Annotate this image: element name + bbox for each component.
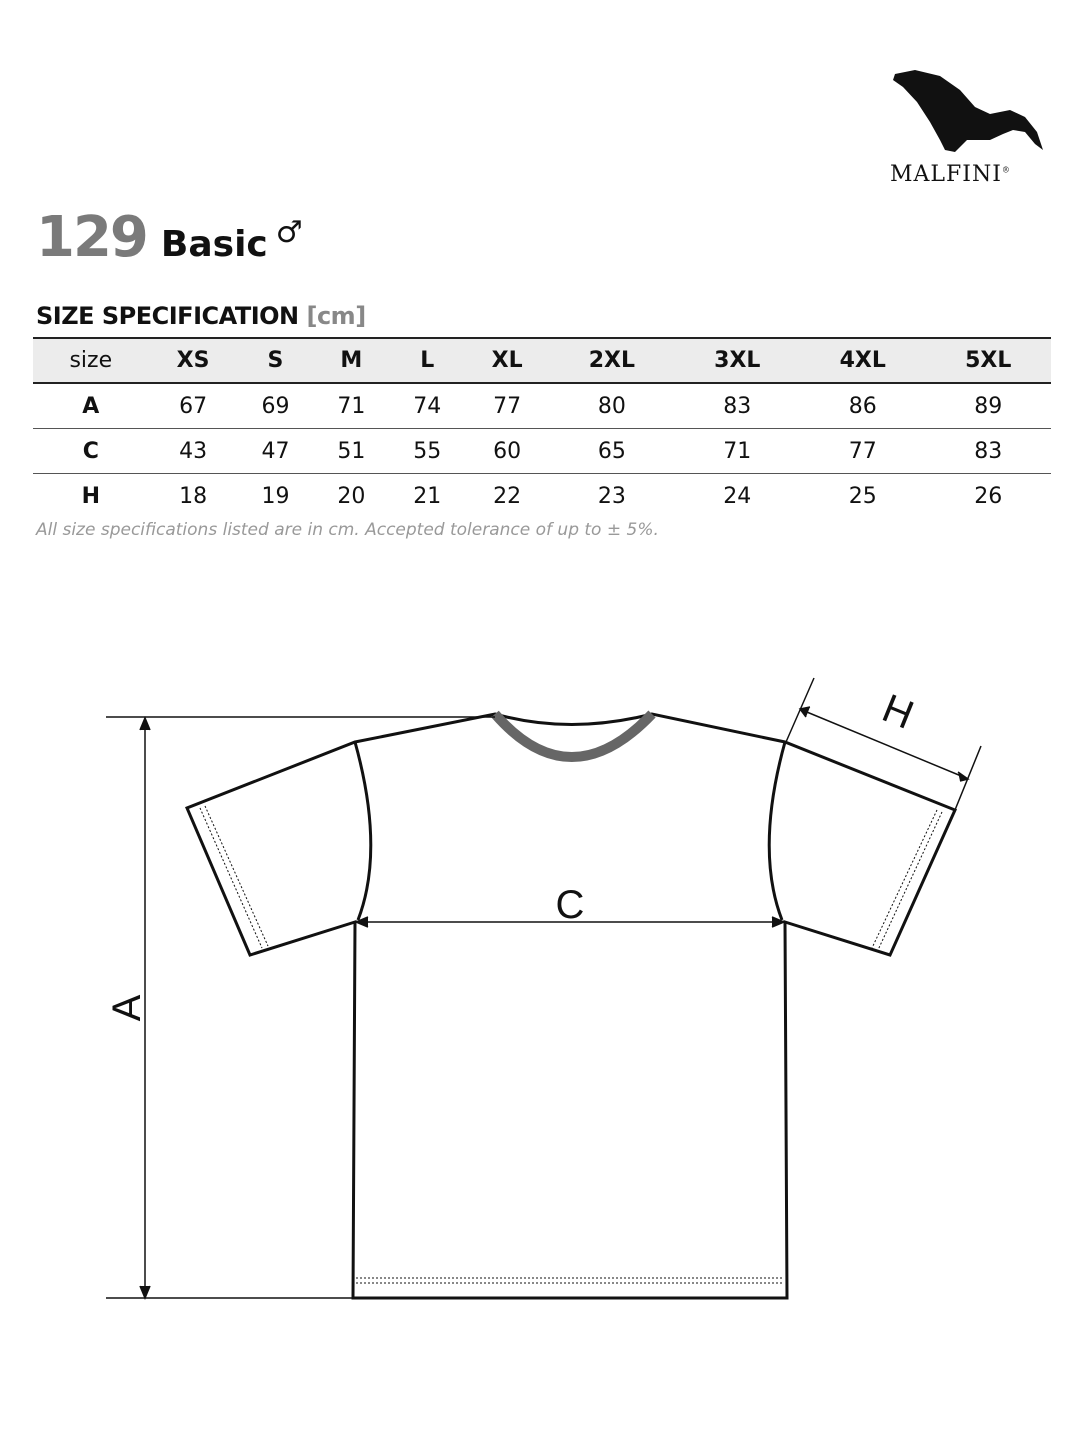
tolerance-note: All size specifications listed are in cm… — [36, 520, 659, 540]
product-title: 129 Basic ♂ — [36, 205, 303, 270]
size-value: 21 — [413, 483, 442, 509]
size-value: 83 — [974, 438, 1003, 464]
size-value: 77 — [848, 438, 877, 464]
size-value: 80 — [597, 393, 626, 419]
size-value: 43 — [179, 438, 208, 464]
header-cell: 4XL — [839, 348, 886, 373]
dimension-lines — [106, 677, 982, 1300]
size-value: 71 — [337, 393, 366, 419]
size-value: 55 — [413, 438, 442, 464]
size-value: 77 — [493, 393, 522, 419]
row-label: C — [82, 438, 99, 464]
size-value: 65 — [597, 438, 626, 464]
table-header-row: size XS S M L XL 2XL 3XL 4XL 5XL — [33, 338, 1051, 383]
size-value: 60 — [493, 438, 522, 464]
size-value: 47 — [261, 438, 290, 464]
header-cell: size — [69, 348, 113, 373]
size-value: 51 — [337, 438, 366, 464]
header-cell: M — [340, 348, 363, 373]
size-value: 74 — [413, 393, 442, 419]
header-cell: XL — [491, 348, 523, 373]
spec-heading: SIZE SPECIFICATION [cm] — [36, 302, 366, 330]
size-table: size XS S M L XL 2XL 3XL 4XL 5XL A 67 69 71… — [33, 337, 1051, 518]
size-value: 18 — [179, 483, 208, 509]
size-value: 83 — [723, 393, 752, 419]
label-h: H — [876, 686, 919, 738]
table-row: H 18 19 20 21 22 23 24 25 26 — [33, 474, 1051, 519]
eagle-logo-icon — [893, 70, 1043, 152]
row-label: A — [82, 393, 100, 419]
male-icon: ♂ — [275, 215, 303, 250]
size-value: 89 — [974, 393, 1003, 419]
size-value: 23 — [597, 483, 626, 509]
size-value: 86 — [848, 393, 877, 419]
label-c: C — [556, 883, 585, 927]
size-value: 19 — [261, 483, 290, 509]
size-value: 20 — [337, 483, 366, 509]
header-cell: 2XL — [588, 348, 635, 373]
size-value: 26 — [974, 483, 1003, 509]
label-a: A — [105, 994, 149, 1021]
stitching — [199, 805, 943, 1284]
product-name: Basic — [160, 224, 268, 265]
header-cell: L — [420, 348, 435, 373]
header-cell: XS — [176, 348, 210, 373]
size-value: 24 — [723, 483, 752, 509]
collar — [491, 710, 656, 762]
size-value: 67 — [179, 393, 208, 419]
header-cell: S — [267, 348, 284, 373]
product-number: 129 — [36, 205, 149, 270]
tshirt-outline — [185, 712, 958, 1300]
size-value: 22 — [493, 483, 522, 509]
size-value: 69 — [261, 393, 290, 419]
size-value: 71 — [723, 438, 752, 464]
header-cell: 3XL — [714, 348, 761, 373]
size-value: 25 — [848, 483, 877, 509]
brand-logo-text: MALFINI® — [890, 162, 1011, 187]
header-cell: 5XL — [965, 348, 1012, 373]
table-row: A 67 69 71 74 77 80 83 86 89 — [33, 383, 1051, 429]
table-row: C 43 47 51 55 60 65 71 77 83 — [33, 429, 1051, 474]
row-label: H — [81, 483, 101, 509]
